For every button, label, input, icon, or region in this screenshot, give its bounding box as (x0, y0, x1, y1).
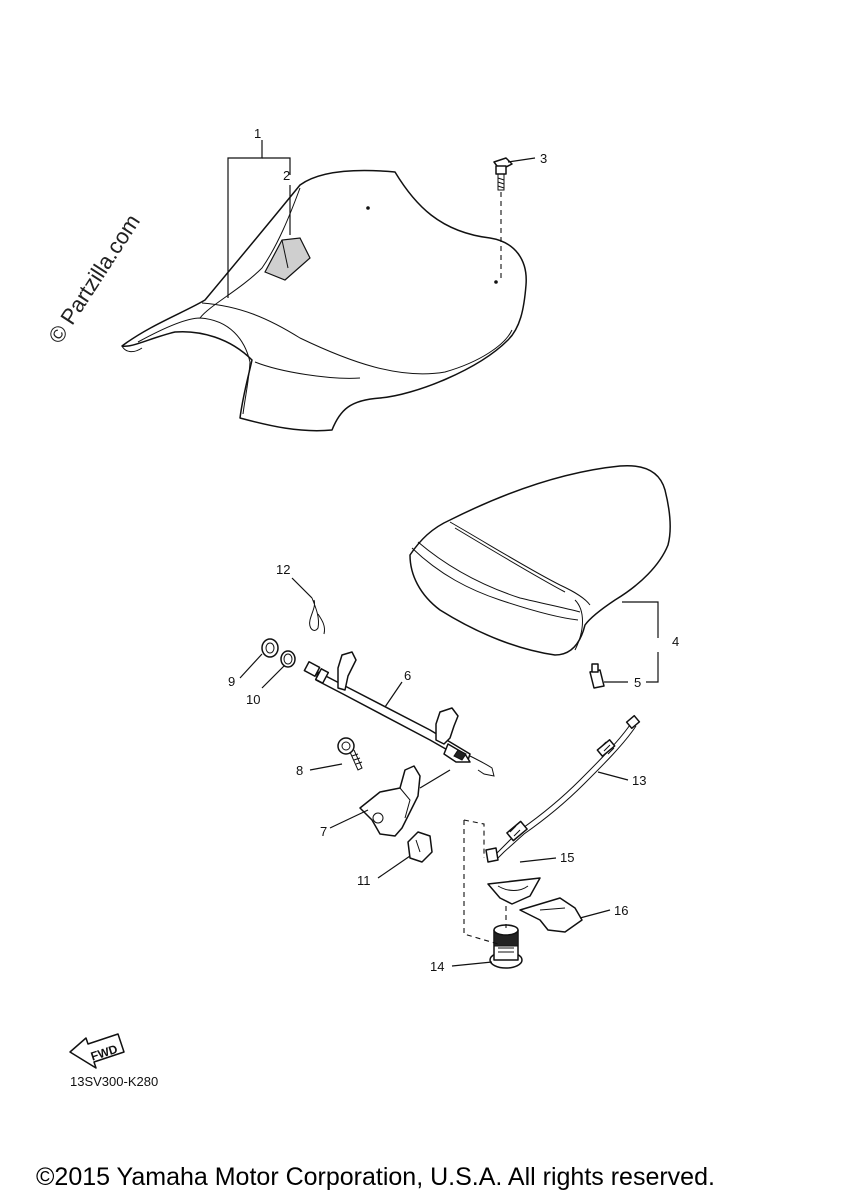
callout-8: 8 (296, 763, 303, 778)
seat-bolt[interactable] (493, 157, 513, 191)
callout-11: 11 (357, 873, 371, 888)
callout-14: 14 (430, 959, 444, 974)
washer-10[interactable] (280, 650, 296, 668)
leader-lines (227, 140, 659, 967)
seat-pad[interactable] (264, 237, 311, 281)
passenger-seat[interactable] (409, 464, 671, 656)
seat-lock[interactable] (489, 924, 523, 969)
callout-15: 15 (560, 850, 574, 865)
seat-bumper[interactable] (589, 663, 605, 689)
diagram-code: 13SV300-K280 (70, 1074, 158, 1089)
callout-9: 9 (228, 674, 235, 689)
callout-labels: 1 2 3 4 5 6 7 8 9 10 11 12 13 14 15 16 (228, 126, 679, 974)
clamp[interactable] (407, 831, 433, 863)
callout-2: 2 (283, 168, 290, 183)
cable-bracket[interactable] (487, 877, 541, 905)
seat-cable[interactable] (485, 714, 641, 863)
cotter-clip[interactable] (309, 597, 325, 635)
callout-10: 10 (246, 692, 260, 707)
callout-7: 7 (320, 824, 327, 839)
watermark: © Partzilla.com (43, 210, 145, 348)
fwd-arrow-icon: FWD (69, 1033, 125, 1069)
lock-plate[interactable] (519, 897, 583, 933)
lock-bracket[interactable] (359, 765, 421, 837)
callout-3: 3 (540, 151, 547, 166)
copyright-text: ©2015 Yamaha Motor Corporation, U.S.A. A… (36, 1163, 715, 1191)
callout-12: 12 (276, 562, 290, 577)
assembly-guides (463, 819, 507, 945)
washer-9[interactable] (261, 638, 279, 658)
rider-seat[interactable] (121, 169, 527, 432)
lock-rod[interactable] (303, 651, 495, 777)
bracket-bolt[interactable] (337, 737, 363, 771)
callout-1: 1 (254, 126, 261, 141)
callout-5: 5 (634, 675, 641, 690)
callout-16: 16 (614, 903, 628, 918)
callout-6: 6 (404, 668, 411, 683)
callout-4: 4 (672, 634, 679, 649)
callout-13: 13 (632, 773, 646, 788)
